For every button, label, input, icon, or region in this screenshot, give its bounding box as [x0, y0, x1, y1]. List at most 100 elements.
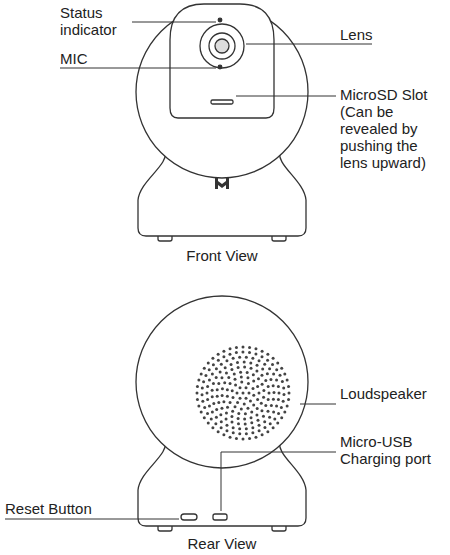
- speaker-hole: [239, 371, 242, 374]
- speaker-hole: [283, 372, 286, 375]
- speaker-hole: [267, 385, 270, 388]
- speaker-hole: [206, 392, 209, 395]
- speaker-hole: [231, 420, 234, 423]
- speaker-hole: [208, 378, 211, 381]
- speaker-hole: [211, 373, 214, 376]
- leader-line: [236, 96, 336, 97]
- speaker-hole: [272, 357, 275, 360]
- speaker-hole: [215, 367, 218, 370]
- speaker-hole: [248, 351, 251, 354]
- speaker-hole: [229, 401, 232, 404]
- speaker-hole: [248, 437, 251, 440]
- speaker-hole: [261, 368, 264, 371]
- speaker-hole: [252, 403, 255, 406]
- usb-port: [213, 514, 227, 520]
- speaker-hole: [214, 422, 217, 425]
- speaker-hole: [254, 347, 257, 350]
- speaker-hole: [286, 379, 289, 382]
- speaker-hole: [260, 402, 263, 405]
- rear-camera: [136, 296, 308, 531]
- speaker-hole: [248, 346, 251, 349]
- speaker-hole: [261, 383, 264, 386]
- leader-line: [300, 404, 336, 405]
- lens: [209, 33, 235, 59]
- speaker-hole: [250, 416, 253, 419]
- speaker-hole: [222, 350, 225, 353]
- speaker-hole: [244, 422, 247, 425]
- speaker-grille: [196, 346, 291, 441]
- speaker-hole: [217, 359, 220, 362]
- speaker-hole: [264, 379, 267, 382]
- view-caption: Front View: [186, 247, 257, 264]
- speaker-hole: [221, 387, 224, 390]
- speaker-hole: [231, 389, 234, 392]
- speaker-hole: [243, 417, 246, 420]
- speaker-hole: [254, 436, 257, 439]
- speaker-hole: [270, 404, 273, 407]
- speaker-hole: [257, 377, 260, 380]
- speaker-hole: [250, 421, 253, 424]
- speaker-hole: [256, 398, 259, 401]
- speaker-hole: [256, 385, 259, 388]
- speaker-hole: [277, 398, 280, 401]
- speaker-hole: [216, 388, 219, 391]
- speaker-hole: [280, 367, 283, 370]
- speaker-hole: [256, 419, 259, 422]
- speaker-hole: [261, 433, 264, 436]
- speaker-hole: [229, 347, 232, 350]
- speaker-hole: [238, 356, 241, 359]
- speaker-hole: [201, 387, 204, 390]
- speaker-hole: [242, 346, 245, 349]
- speaker-hole: [230, 363, 233, 366]
- speaker-hole: [203, 367, 206, 370]
- speaker-hole: [212, 363, 215, 366]
- speaker-hole: [217, 353, 220, 356]
- speaker-hole: [217, 382, 220, 385]
- speaker-hole: [215, 416, 218, 419]
- view-caption: Rear View: [188, 535, 257, 552]
- speaker-hole: [240, 376, 243, 379]
- speaker-hole: [275, 368, 278, 371]
- speaker-hole: [211, 410, 214, 413]
- speaker-hole: [286, 404, 289, 407]
- speaker-hole: [226, 395, 229, 398]
- speaker-hole: [251, 357, 254, 360]
- speaker-hole: [255, 370, 258, 373]
- speaker-hole: [217, 401, 220, 404]
- speaker-hole: [232, 426, 235, 429]
- speaker-hole: [220, 363, 223, 366]
- speaker-hole: [281, 380, 284, 383]
- speaker-hole: [250, 367, 253, 370]
- speaker-hole: [239, 386, 242, 389]
- speaker-hole: [221, 394, 224, 397]
- speaker-hole: [266, 430, 269, 433]
- speaker-hole: [243, 402, 246, 405]
- speaker-hole: [262, 396, 265, 399]
- speaker-hole: [231, 410, 234, 413]
- speaker-hole: [237, 417, 240, 420]
- speaker-hole: [258, 429, 261, 432]
- speaker-hole: [220, 376, 223, 379]
- speaker-hole: [211, 389, 214, 392]
- speaker-hole: [254, 353, 257, 356]
- speaker-hole: [245, 397, 248, 400]
- leader-line: [5, 519, 179, 520]
- speaker-hole: [243, 366, 246, 369]
- speaker-hole: [244, 412, 247, 415]
- speaker-hole: [232, 431, 235, 434]
- part-label: Reset Button: [5, 500, 115, 517]
- speaker-hole: [261, 350, 264, 353]
- speaker-hole: [216, 395, 219, 398]
- speaker-hole: [275, 378, 278, 381]
- speaker-hole: [256, 407, 259, 410]
- speaker-hole: [227, 376, 230, 379]
- speaker-hole: [211, 426, 214, 429]
- speaker-hole: [272, 426, 275, 429]
- speaker-hole: [266, 410, 269, 413]
- speaker-hole: [215, 376, 218, 379]
- speaker-hole: [245, 356, 248, 359]
- speaker-hole: [237, 422, 240, 425]
- speaker-hole: [264, 404, 267, 407]
- speaker-hole: [208, 405, 211, 408]
